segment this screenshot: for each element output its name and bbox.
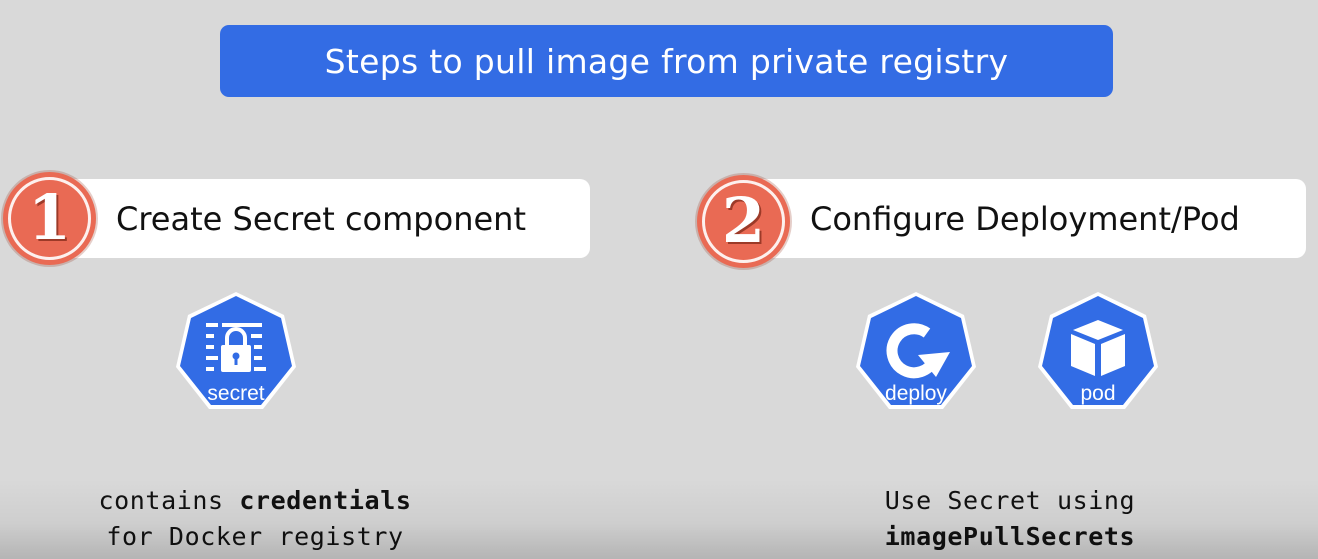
step-1-box: Create Secret component [40,179,590,258]
step-1-number: 1 [27,181,72,254]
step-2-number: 2 [721,184,766,257]
step-1-badge: 1 [3,172,96,265]
step-2-label: Configure Deployment/Pod [810,199,1240,238]
step-1-label: Create Secret component [116,199,526,238]
title-banner: Steps to pull image from private registr… [220,25,1113,97]
caption-1-line2: for Docker registry [106,522,404,551]
caption-1-line1-prefix: contains [98,486,240,515]
step-2-box: Configure Deployment/Pod [740,179,1306,258]
secret-icon-label: secret [207,382,265,405]
pod-icon-label: pod [1080,382,1116,405]
caption-1-line1-bold: credentials [239,486,412,515]
secret-icon: secret [172,290,300,418]
caption-2-line1: Use Secret using [884,486,1136,515]
step-2-badge: 2 [697,175,790,268]
deploy-icon-label: deploy [885,382,947,405]
step-2-caption: Use Secret using imagePullSecrets [800,483,1220,555]
deploy-icon: deploy [852,290,980,418]
badge-ring [8,177,91,260]
step-1-caption: contains credentials for Docker registry [40,483,470,555]
title-text: Steps to pull image from private registr… [324,41,1009,81]
pod-icon: pod [1034,290,1162,418]
caption-2-line2-bold: imagePullSecrets [884,522,1136,551]
badge-ring [702,180,785,263]
